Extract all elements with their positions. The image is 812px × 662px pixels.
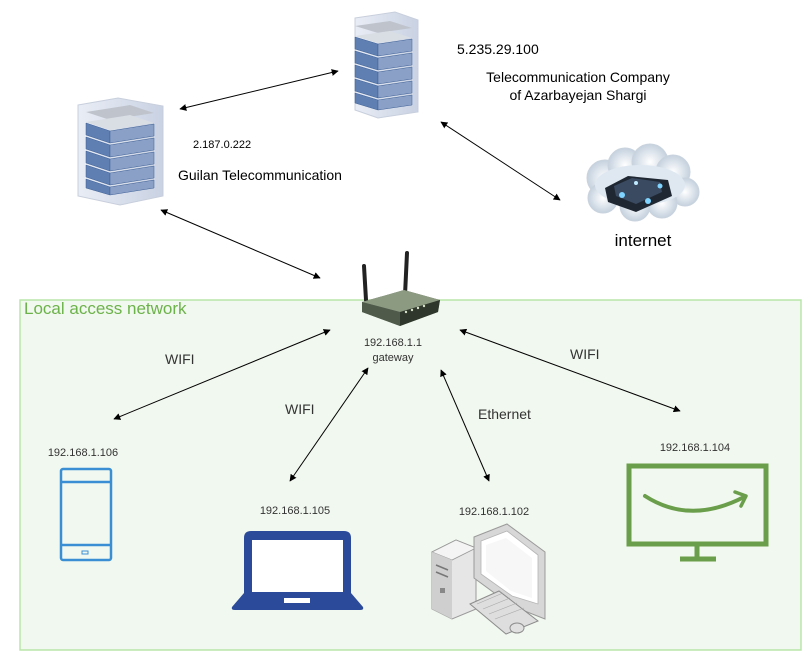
tv-icon — [626, 463, 769, 562]
link-label-laptop: WIFI — [285, 401, 315, 417]
isp-guilan-ip: 2.187.0.222 — [193, 139, 251, 151]
phone-ip: 192.168.1.106 — [48, 447, 118, 459]
link-azar-internet — [440, 121, 561, 201]
link-label-desktop: Ethernet — [478, 406, 531, 422]
link-router-laptop — [289, 367, 369, 482]
link-guilan-azar — [179, 69, 339, 111]
isp-azar-name-line2: of Azarbayejan Shargi — [510, 87, 647, 103]
link-label-phone: WIFI — [165, 351, 195, 367]
desktop-ip: 192.168.1.102 — [459, 506, 529, 518]
desktop-computer-icon — [431, 523, 546, 635]
isp-azar-name-line1: Telecommunication Company — [486, 69, 670, 85]
isp-guilan-name: Guilan Telecommunication — [178, 167, 342, 183]
tv-ip: 192.168.1.104 — [660, 442, 730, 454]
laptop-ip: 192.168.1.105 — [260, 505, 330, 517]
router-role: gateway — [373, 352, 414, 364]
isp-azar-server-icon — [354, 11, 419, 119]
router-icon — [362, 251, 440, 326]
region-label: Local access network — [24, 299, 187, 318]
laptop-icon — [231, 531, 364, 610]
link-router-tv — [459, 328, 681, 413]
link-guilan-router — [160, 209, 321, 279]
phone-icon — [59, 467, 113, 562]
isp-guilan-server-icon — [77, 97, 164, 206]
link-label-tv: WIFI — [570, 346, 600, 362]
link-router-desktop — [440, 369, 490, 482]
link-router-phone — [113, 329, 331, 420]
internet-cloud-icon — [586, 143, 700, 222]
router-ip: 192.168.1.1 — [364, 337, 422, 349]
isp-azar-ip: 5.235.29.100 — [457, 41, 539, 57]
internet-label: internet — [615, 231, 672, 250]
